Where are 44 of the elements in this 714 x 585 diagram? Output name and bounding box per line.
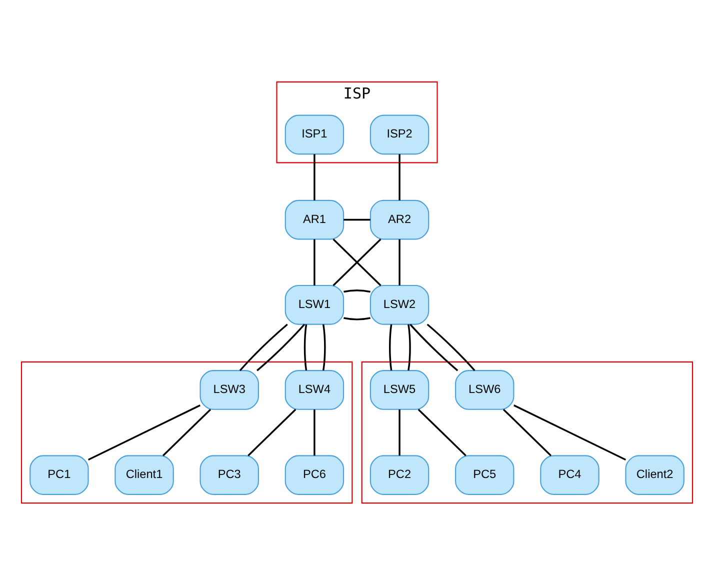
connector [332,238,382,286]
connector [398,409,400,456]
connector [304,324,308,371]
connector [398,154,400,200]
node-box: AR1 [284,200,344,240]
node-box: LSW1 [284,284,344,325]
node-box: LSW2 [370,284,430,325]
cluster [20,361,353,504]
connector [344,289,370,293]
connector [314,409,316,456]
node-box: Client1 [114,455,174,495]
connector [239,324,288,372]
connector [314,154,316,200]
connector [426,324,476,372]
connector [410,324,458,372]
cluster [361,361,694,504]
node-box: PC3 [200,455,259,495]
node-box: PC2 [370,455,430,495]
node-box: AR2 [370,200,430,240]
node-box: Client2 [625,455,684,495]
node-box: LSW4 [284,370,344,410]
connector [398,239,400,286]
connector [389,324,392,371]
node-box: PC5 [455,455,514,495]
connector [322,324,326,371]
connector [418,408,466,456]
connector [514,404,626,461]
node-box: ISP1 [284,114,344,155]
node-box: LSW5 [370,370,430,410]
connector [314,239,316,286]
connector [88,404,200,461]
node-box: PC4 [540,455,600,495]
node-box: LSW6 [455,370,514,410]
node-box: PC1 [30,455,89,495]
connector [344,317,370,320]
connector [162,408,212,456]
connector [502,408,552,456]
node-box: PC6 [284,455,344,495]
connector [256,324,306,372]
node-box: ISP2 [370,114,430,155]
connector [408,324,411,371]
connector [344,218,370,221]
connector [248,408,296,456]
node-box: LSW3 [200,370,259,410]
